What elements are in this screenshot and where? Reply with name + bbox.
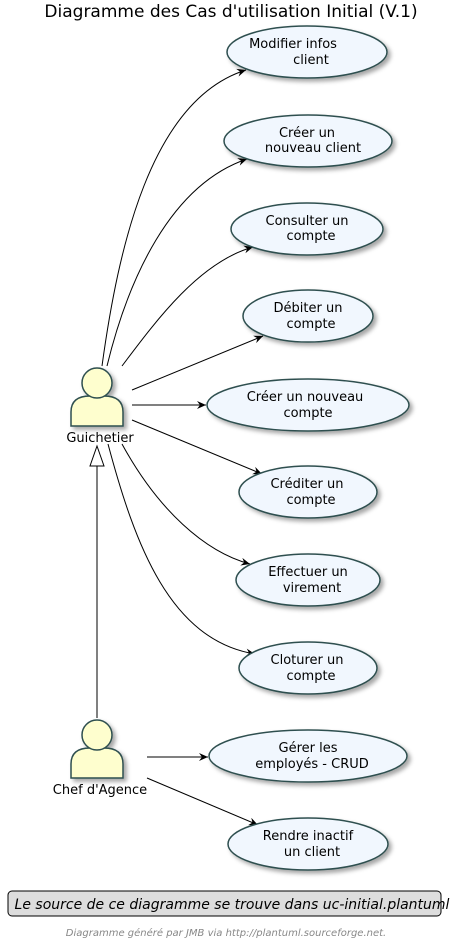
usecase-label-line1: Créer un nouveau [247, 390, 364, 405]
usecase-label-line2: nouveau client [265, 141, 361, 156]
edge-guichetier-modifier-infos-client [101, 68, 247, 367]
note: Le source de ce diagramme se trouve dans… [7, 890, 450, 917]
use-cases: Modifier infos client Créer un nouveau c… [206, 25, 410, 871]
edge-guichetier-cloturer-compte [107, 443, 256, 657]
usecase-gerer-employes[interactable]: Gérer les employés - CRUD [208, 729, 408, 783]
actor-label: Guichetier [66, 431, 134, 446]
usecase-label-line1: Effectuer un [268, 565, 348, 580]
usecase-crediter-compte[interactable]: Créditer un compte [238, 465, 378, 519]
edge-guichetier-crediter-compte [131, 419, 263, 475]
usecase-label-line1: Modifier infos [249, 37, 337, 52]
usecase-label-line2: compte [286, 229, 335, 244]
usecase-label-line1: Cloturer un [271, 653, 344, 668]
usecase-label-line2: virement [283, 581, 341, 596]
edge-chef-rendre-inactif [146, 777, 259, 826]
usecase-label-line2: employés - CRUD [255, 757, 369, 772]
usecase-label-line2: compte [286, 493, 335, 508]
diagram-title: Diagramme des Cas d'utilisation Initial … [44, 2, 417, 22]
usecase-cloturer-compte[interactable]: Cloturer un compte [238, 641, 378, 695]
usecase-rendre-inactif-client[interactable]: Rendre inactif un client [227, 817, 389, 871]
associations-guichetier [101, 68, 264, 657]
generalization-edge [89, 444, 105, 718]
usecase-label-line1: Créer un [279, 126, 335, 141]
footer-text: Diagramme généré par JMB via http://plan… [66, 927, 386, 939]
actor-label: Chef d'Agence [53, 783, 147, 798]
usecase-creer-nouveau-client[interactable]: Créer un nouveau client [223, 114, 393, 168]
associations-chef-agence [146, 753, 259, 826]
usecase-consulter-compte[interactable]: Consulter un compte [230, 202, 384, 256]
usecase-effectuer-virement[interactable]: Effectuer un virement [235, 553, 381, 607]
edge-guichetier-consulter-compte [121, 245, 254, 367]
actor-chef-agence[interactable]: Chef d'Agence [53, 719, 147, 798]
edge-guichetier-creer-nouveau-client [106, 158, 248, 367]
usecase-label-line1: Rendre inactif [263, 829, 354, 844]
edge-guichetier-effectuer-virement [121, 443, 251, 566]
usecase-modifier-infos-client[interactable]: Modifier infos client [226, 25, 388, 79]
usecase-label-line2: compte [286, 669, 335, 684]
usecase-label-line1: Consulter un [266, 214, 349, 229]
usecase-label-line2: un client [284, 845, 340, 860]
actor-icon [70, 719, 124, 779]
usecase-label-line2: client [293, 53, 329, 68]
usecase-label-line1: Débiter un [274, 301, 343, 316]
actor-guichetier[interactable]: Guichetier [66, 367, 134, 446]
usecase-debiter-compte[interactable]: Débiter un compte [242, 289, 374, 343]
usecase-label-line1: Gérer les [279, 741, 338, 756]
actor-icon [70, 367, 124, 427]
usecase-label-line2: compte [286, 317, 335, 332]
usecase-creer-nouveau-compte[interactable]: Créer un nouveau compte [206, 378, 410, 432]
usecase-label-line1: Créditer un [270, 477, 343, 492]
usecase-label-line2: compte [283, 406, 332, 421]
edge-guichetier-debiter-compte [131, 335, 264, 391]
note-text: Le source de ce diagramme se trouve dans… [15, 897, 450, 913]
generalization-arrowhead [89, 444, 105, 467]
